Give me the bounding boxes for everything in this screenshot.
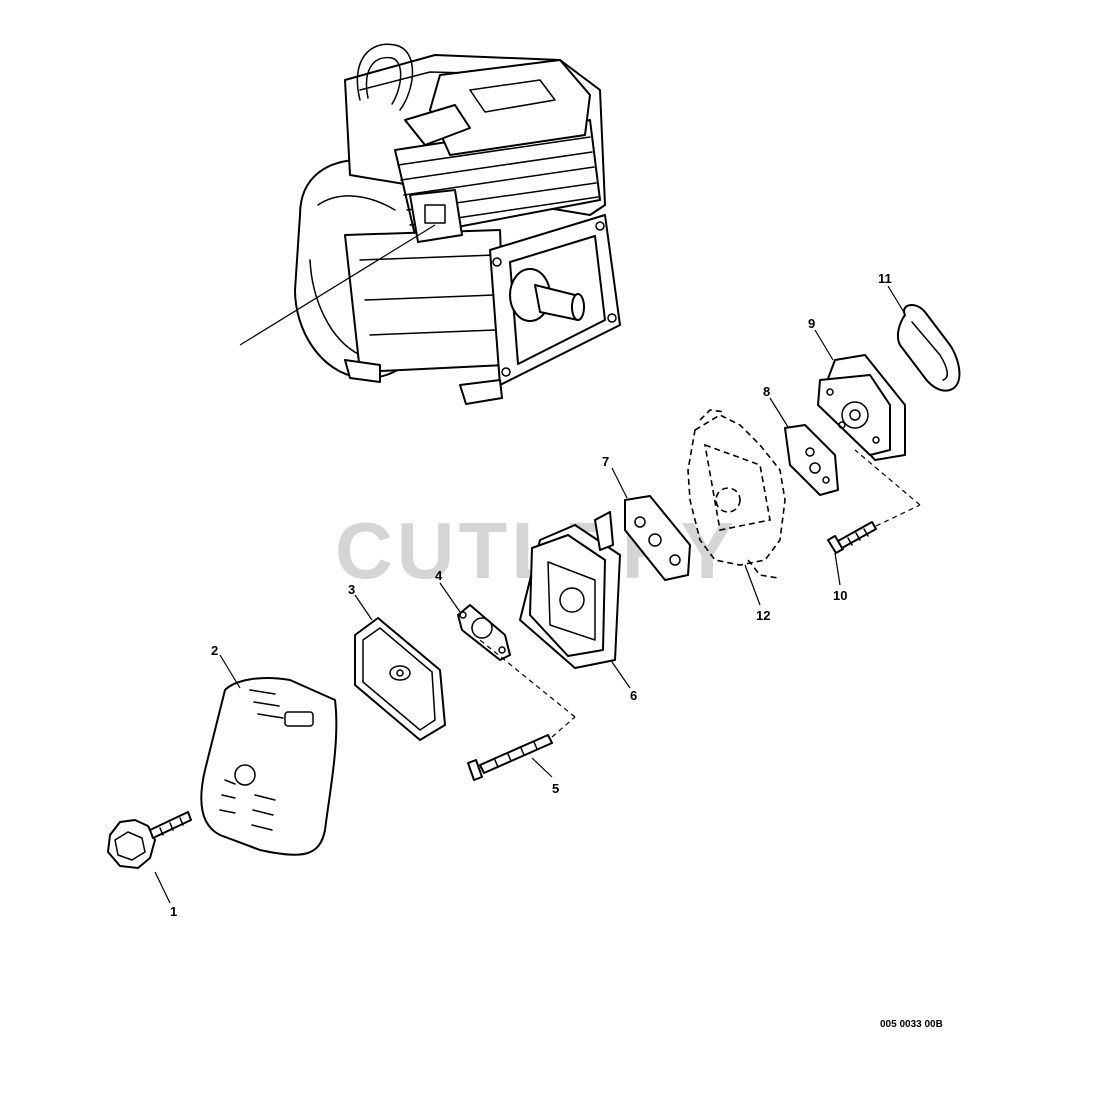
part-9-intake-block <box>817 354 906 461</box>
part-12-carburetor <box>687 409 786 579</box>
part-10-screw <box>827 449 921 554</box>
callout-8: 8 <box>763 384 770 399</box>
engine-assembly <box>239 43 621 405</box>
part-3-air-filter <box>354 617 446 741</box>
part-11-gasket <box>896 304 961 392</box>
part-4-choke <box>457 604 511 661</box>
callout-labels: 1 2 3 4 5 6 7 8 9 10 11 12 <box>170 271 892 919</box>
callout-12: 12 <box>756 608 770 623</box>
callout-4: 4 <box>435 568 443 583</box>
callout-2: 2 <box>211 643 218 658</box>
callout-10: 10 <box>833 588 847 603</box>
callout-6: 6 <box>630 688 637 703</box>
callout-1: 1 <box>170 904 177 919</box>
part-2-cover <box>200 677 338 856</box>
callout-11: 11 <box>878 271 892 286</box>
part-1-knob <box>107 811 192 869</box>
callout-leaders <box>154 285 906 904</box>
part-6-filter-base <box>519 511 621 669</box>
reference-code: 005 0033 00B <box>880 1019 943 1030</box>
callout-7: 7 <box>602 454 609 469</box>
callout-5: 5 <box>552 781 559 796</box>
part-7-gasket <box>624 495 691 581</box>
callout-3: 3 <box>348 582 355 597</box>
part-8-gasket <box>784 424 839 496</box>
part-5-long-screw <box>467 639 576 781</box>
callout-9: 9 <box>808 316 815 331</box>
